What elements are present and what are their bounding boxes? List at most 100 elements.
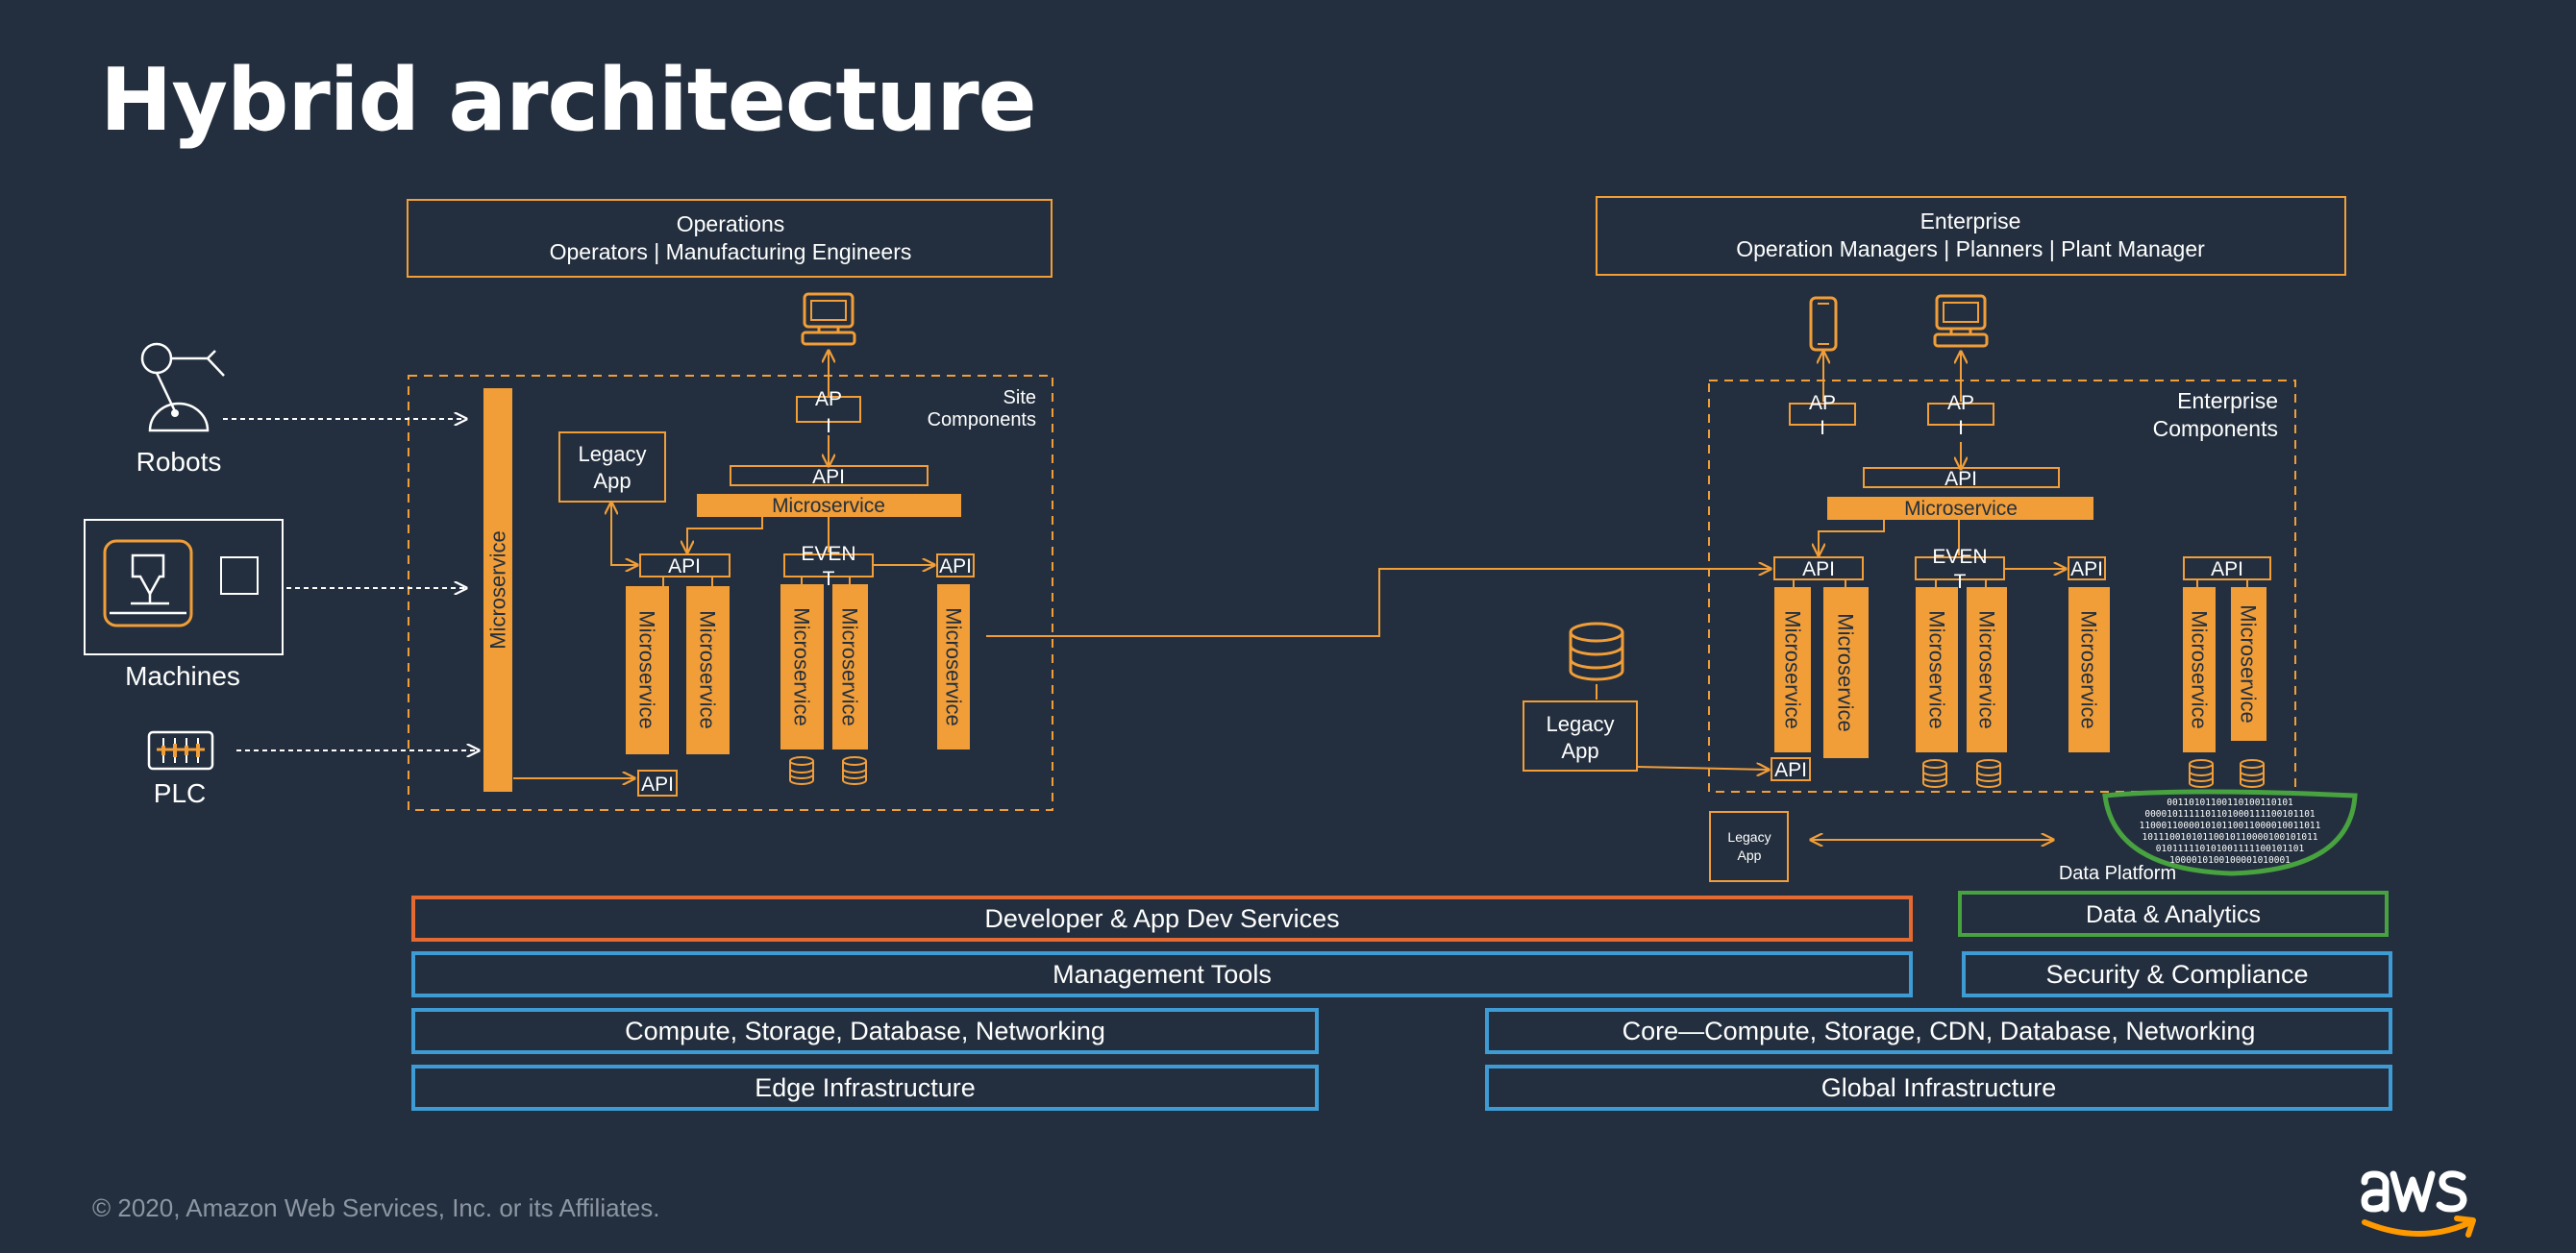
svg-text:Legacy: Legacy [579, 442, 647, 466]
svg-text:EVEN: EVEN [801, 543, 855, 565]
security-compliance-label: Security & Compliance [2045, 960, 2308, 989]
enterprise-components: Enterprise Components AP I AP I API [1708, 294, 2296, 793]
enterprise-ap-box-1: AP I [1789, 392, 1856, 439]
svg-text:API: API [1774, 759, 1807, 781]
svg-text:Legacy: Legacy [1727, 829, 1771, 845]
svg-text:Microservice: Microservice [838, 607, 862, 725]
svg-text:Microservice: Microservice [1781, 610, 1805, 728]
binary-line: 10111001010110010110000100101011 [2142, 832, 2317, 843]
cnc-machine-icon [103, 539, 193, 627]
enterprise-computer-icon [1933, 294, 1989, 348]
enterprise-api-top: API [1863, 467, 2060, 490]
enterprise-database-icon [1976, 759, 2001, 788]
svg-text:Legacy: Legacy [1547, 712, 1615, 736]
site-to-enterprise-connector [986, 569, 1771, 637]
enterprise-microservice-bar: Microservice [1827, 497, 2093, 520]
enterprise-box: Enterprise Operation Managers | Planners… [1596, 196, 2346, 276]
svg-text:API: API [1802, 558, 1835, 580]
operations-subtitle: Operators | Manufacturing Engineers [550, 239, 912, 264]
svg-text:AP: AP [1809, 392, 1836, 414]
svg-text:Microservice: Microservice [1925, 610, 1949, 728]
svg-text:I: I [1820, 417, 1825, 439]
enterprise-subtitle: Operation Managers | Planners | Plant Ma… [1736, 236, 2205, 261]
data-platform-lake: 0011010110011010011010100001011111011010… [2102, 789, 2358, 876]
dev-services-label: Developer & App Dev Services [984, 904, 1339, 933]
site-api-right: API [936, 553, 975, 577]
site-microservice-bar: Microservice [697, 494, 961, 517]
svg-text:Microservice: Microservice [486, 530, 510, 649]
compute-storage-label: Compute, Storage, Database, Networking [625, 1017, 1105, 1045]
site-api-bottom: API [637, 770, 678, 797]
site-database-icon [789, 756, 814, 785]
page-title: Hybrid architecture [100, 50, 1037, 151]
svg-text:Microservice: Microservice [1975, 610, 1999, 728]
site-legacy-app: Legacy App [558, 431, 666, 503]
binary-line: 0000101111101101000111100101101 [2144, 809, 2316, 820]
service-stack: Developer & App Dev Services Management … [411, 891, 2392, 1111]
svg-text:Microservice: Microservice [1904, 498, 2018, 520]
svg-text:API: API [2211, 558, 2243, 580]
robot-icon [140, 342, 225, 432]
enterprise-ap-box-2: AP I [1927, 392, 1994, 439]
svg-text:App: App [1561, 739, 1598, 763]
site-components: Site Components AP I API Microservice Le… [408, 292, 1053, 811]
plc-label: PLC [154, 778, 206, 808]
core-services-label: Core—Compute, Storage, CDN, Database, Ne… [1622, 1017, 2256, 1045]
enterprise-components-line1: Enterprise [2177, 388, 2278, 413]
copyright-text: © 2020, Amazon Web Services, Inc. or its… [92, 1193, 660, 1222]
binary-line: 00110101100110100110101 [2167, 798, 2293, 808]
site-microservice-columns: Microservice Microservice Microservice M… [626, 584, 970, 754]
svg-text:API: API [939, 555, 972, 577]
robots-label: Robots [136, 447, 222, 477]
enterprise-api-far: API [2183, 556, 2271, 580]
machine-square-icon [220, 556, 259, 595]
svg-text:API: API [812, 466, 845, 488]
operator-computer-icon [801, 292, 856, 346]
svg-text:Microservice: Microservice [696, 610, 720, 728]
binary-line: 110001100001010110011000010011011 [2140, 821, 2321, 831]
svg-text:API: API [641, 774, 674, 796]
binary-line: 010111110101001111100101101 [2156, 844, 2305, 854]
enterprise-legacy-database-icon [1569, 622, 1624, 681]
svg-text:Microservice: Microservice [2077, 610, 2101, 728]
svg-text:App: App [593, 469, 631, 493]
svg-text:App: App [1738, 848, 1762, 863]
svg-text:API: API [1944, 468, 1977, 490]
edge-infrastructure-label: Edge Infrastructure [755, 1073, 976, 1102]
operations-title: Operations [677, 211, 785, 236]
svg-text:EVEN: EVEN [1932, 546, 1987, 568]
enterprise-microservice-columns: Microservice Microservice Microservice M… [1774, 587, 2266, 758]
svg-text:Microservice: Microservice [635, 610, 659, 728]
site-event-box: EVEN T [783, 543, 874, 590]
small-legacy-app: Legacy App [1709, 811, 1789, 882]
enterprise-api-right: API [2068, 556, 2106, 580]
enterprise-api-bottom: API [1771, 757, 1811, 781]
svg-text:API: API [668, 555, 701, 577]
svg-text:Microservice: Microservice [1834, 613, 1858, 731]
enterprise-components-line2: Components [2153, 416, 2278, 441]
site-label-line2: Components [928, 409, 1036, 430]
data-platform-label: Data Platform [2059, 863, 2176, 884]
operations-box: Operations Operators | Manufacturing Eng… [407, 199, 1053, 278]
mobile-phone-icon [1809, 296, 1838, 352]
binary-line: 1000010100100001010001 [2169, 855, 2291, 866]
machines-label: Machines [125, 661, 240, 691]
site-database-icon [842, 756, 867, 785]
svg-text:API: API [2070, 558, 2103, 580]
svg-text:Microservice: Microservice [2237, 604, 2261, 723]
site-ap-box: AP I [796, 388, 861, 437]
aws-logo [2361, 1170, 2476, 1238]
plc-icon [147, 730, 214, 771]
data-analytics-label: Data & Analytics [2086, 901, 2261, 928]
enterprise-database-icon [2189, 759, 2214, 788]
svg-text:Microservice: Microservice [772, 495, 885, 517]
site-vertical-microservice: Microservice [483, 388, 512, 792]
svg-text:I: I [1958, 417, 1964, 439]
enterprise-database-icon [1922, 759, 1947, 788]
site-api-left: API [639, 553, 731, 577]
svg-text:T: T [823, 568, 835, 590]
enterprise-event-box: EVEN T [1915, 546, 2005, 593]
enterprise-legacy-app: Legacy App [1523, 700, 1638, 772]
